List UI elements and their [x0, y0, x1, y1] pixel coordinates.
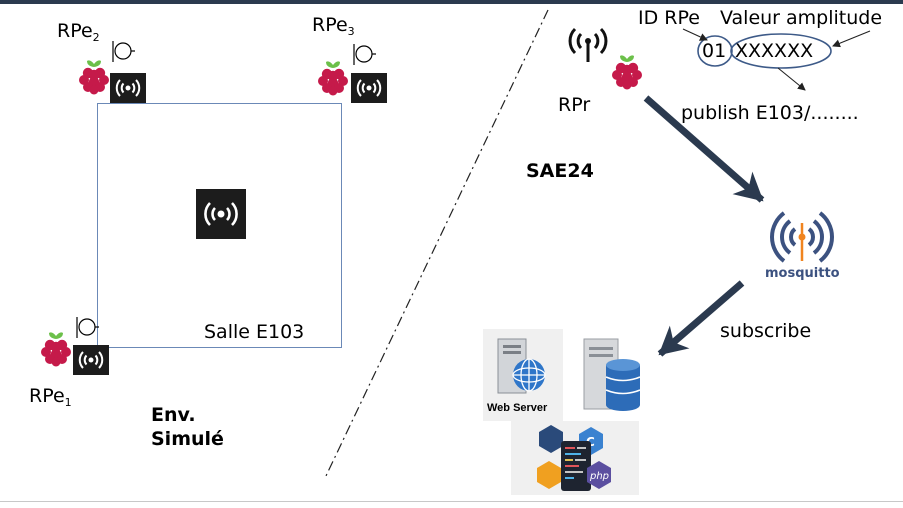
sensor-rpe1 [73, 345, 109, 375]
top-border [0, 0, 903, 4]
broadcast-icon [115, 79, 141, 97]
rpe2-label: RPe2 [57, 20, 100, 44]
room-e103 [97, 103, 342, 348]
rpe1-label: RPe1 [29, 385, 72, 409]
raspberry-pi-icon [612, 55, 642, 90]
antenna-icon [568, 27, 608, 62]
sensor-rpe2 [110, 73, 146, 103]
raspberry-pi-icon [318, 61, 348, 96]
rpe3-label: RPe3 [312, 14, 355, 38]
publish-arrow [643, 95, 765, 203]
central-sensor [196, 189, 246, 239]
sensor-rpe3 [351, 73, 387, 103]
subscribe-arrow [657, 280, 745, 357]
message-value: XXXXXX [735, 40, 814, 62]
mosquitto-label: mosquitto [765, 266, 840, 281]
id-oval [697, 35, 733, 67]
env-label-line1: Env. [151, 404, 196, 426]
web-server-card: Web Server [483, 329, 563, 421]
message-id: 01 [702, 40, 727, 62]
id-rpe-label: ID RPe [638, 7, 700, 29]
env-label-line2: Simulé [151, 428, 224, 450]
broadcast-icon [356, 79, 382, 97]
web-server-label: Web Server [487, 402, 548, 414]
svg-text:php: php [589, 471, 609, 482]
bottom-border [0, 501, 903, 502]
tech-stack-panel: C php [511, 421, 639, 495]
room-label: Salle E103 [204, 321, 305, 343]
publish-label: publish E103/........ [681, 102, 859, 124]
subscribe-label: subscribe [720, 320, 812, 342]
microphone-icon [353, 44, 376, 65]
microphone-icon [112, 41, 135, 62]
broadcast-icon [78, 351, 104, 369]
raspberry-pi-icon [41, 332, 71, 367]
rpr-label: RPr [558, 94, 591, 116]
web-server-icon [497, 338, 546, 394]
microphone-icon [76, 317, 99, 338]
database-server-icon [583, 338, 641, 411]
mosquitto-icon [770, 211, 834, 263]
valeur-amplitude-label: Valeur amplitude [720, 7, 883, 29]
svg-text:C: C [586, 435, 595, 449]
project-label: SAE24 [526, 160, 594, 182]
raspberry-pi-icon [79, 60, 109, 95]
broadcast-icon [204, 202, 238, 226]
value-oval [730, 33, 832, 69]
tech-logos-icon: C php [537, 425, 611, 491]
